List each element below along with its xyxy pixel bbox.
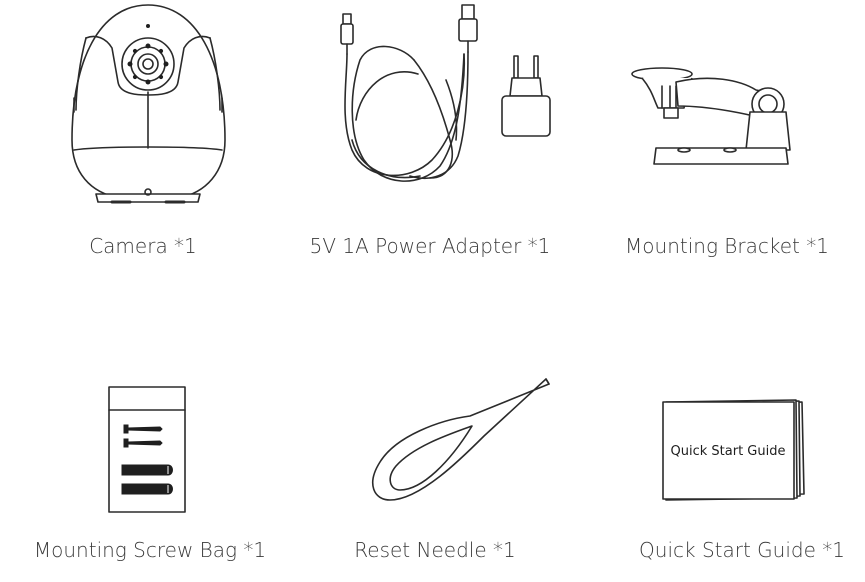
camera-icon — [71, 4, 226, 204]
quick-start-guide-caption: Quick Start Guide *1 — [639, 538, 845, 562]
power-adapter-caption: 5V 1A Power Adapter *1 — [309, 234, 551, 258]
camera-caption: Camera *1 — [89, 234, 197, 258]
quick-start-guide-icon: Quick Start Guide — [662, 399, 805, 501]
reset-needle-icon — [371, 378, 550, 501]
mounting-bracket-item: Mounting Bracket *1 — [580, 0, 865, 290]
power-adapter-icon — [340, 4, 551, 182]
booklet-title: Quick Start Guide — [671, 444, 786, 459]
reset-needle-caption: Reset Needle *1 — [354, 538, 516, 562]
mounting-bracket-caption: Mounting Bracket *1 — [625, 234, 829, 258]
screw-bag-icon — [108, 386, 186, 513]
screw-bag-item: Mounting Screw Bag *1 — [0, 290, 290, 582]
power-adapter-item: 5V 1A Power Adapter *1 — [290, 0, 580, 290]
mounting-bracket-icon — [631, 67, 791, 165]
camera-item: Camera *1 — [0, 0, 290, 290]
quick-start-guide-item: Quick Start Guide Quick Start Guide *1 — [580, 290, 865, 582]
screw-bag-caption: Mounting Screw Bag *1 — [33, 538, 267, 562]
reset-needle-item: Reset Needle *1 — [290, 290, 580, 582]
